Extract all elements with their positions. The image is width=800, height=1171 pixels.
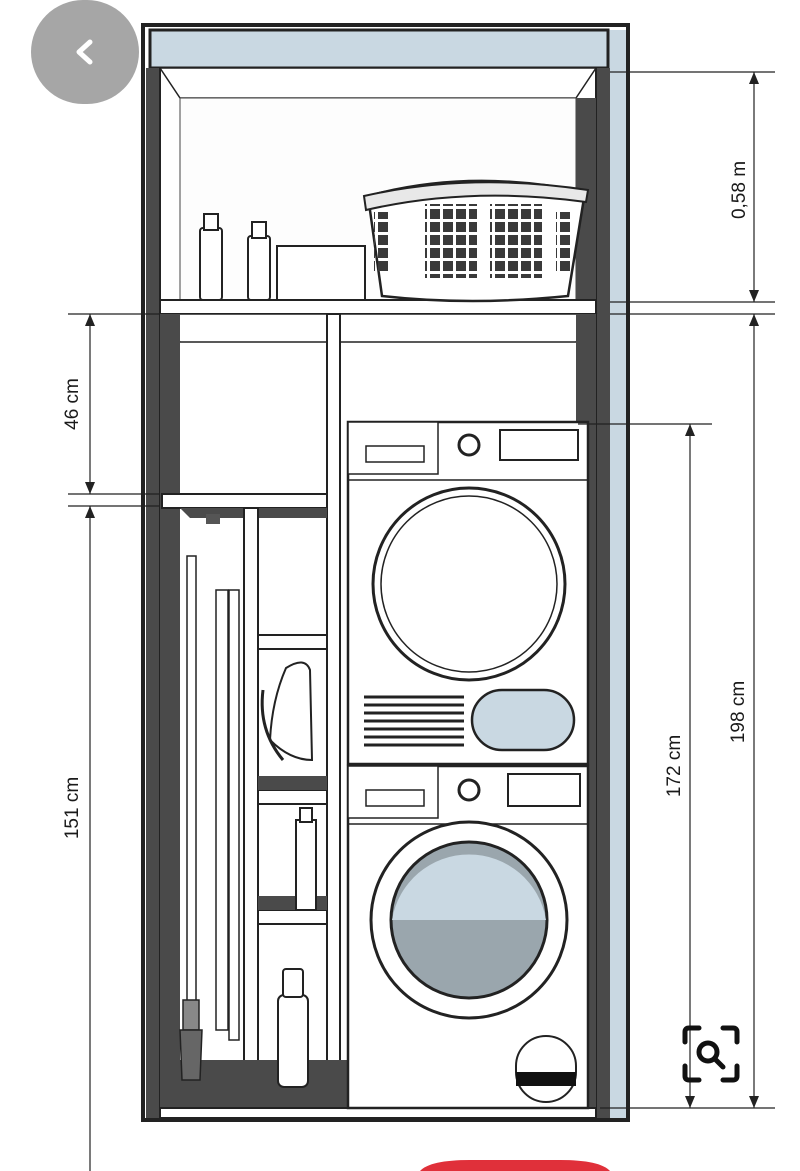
- left-shelf: [161, 493, 328, 509]
- top-panel: [148, 28, 610, 70]
- bottom-action-chip: [420, 1160, 610, 1171]
- dim-label-upper-height: 0,58 m: [729, 161, 750, 219]
- cleaner-bottle: [277, 968, 309, 1088]
- broom-and-mop: [179, 514, 240, 1081]
- dim-label-total-height: 198 cm: [728, 681, 749, 743]
- dimension-lines: [68, 71, 775, 1171]
- dryer: [346, 420, 590, 766]
- image-search-icon: [682, 1025, 740, 1083]
- vertical-divider: [326, 313, 341, 1115]
- back-button[interactable]: [31, 0, 139, 104]
- dimension-arrows: [85, 72, 759, 1108]
- spray-bottle: [295, 807, 317, 911]
- dim-label-machines-height: 172 cm: [664, 735, 685, 797]
- laundry-basket: [362, 179, 590, 303]
- dim-label-lower-height: 151 cm: [62, 777, 83, 839]
- dim-label-shelf-gap: 46 cm: [62, 378, 83, 430]
- upper-shelf: [159, 299, 597, 315]
- small-shelf-3: [257, 909, 328, 925]
- iron: [260, 661, 314, 762]
- washing-machine: [346, 764, 590, 1110]
- small-shelf-2: [257, 789, 328, 805]
- chevron-left-icon: [76, 39, 93, 65]
- image-search-button[interactable]: [681, 1024, 741, 1084]
- small-shelf-1: [257, 634, 328, 650]
- detergent-bottles: [199, 213, 366, 301]
- side-wall-panel: [608, 30, 628, 1120]
